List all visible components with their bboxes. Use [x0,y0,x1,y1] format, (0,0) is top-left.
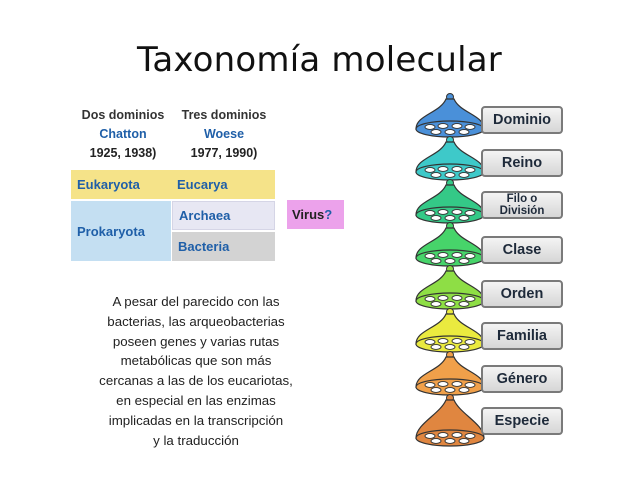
bell-clase [415,222,485,267]
cell-eucarya: Eucarya [171,170,275,199]
cell-bacteria: Bacteria [172,232,275,261]
paragraph-line: A pesar del parecido con las [112,294,280,309]
paragraph-line: metabólicas que son más [120,353,272,369]
bell-especie [415,394,485,447]
cell-eukaryota: Eukaryota [71,170,171,199]
explanation-paragraph: A pesar del parecido con las bacterias, … [80,292,312,450]
header-two-domains: Dos dominios Chatton 1925, 1938) [71,106,175,163]
bell-filo-o [415,179,485,224]
header-two-domains-label: Dos dominios [81,108,165,122]
paragraph-line: implicadas en la transcripción [108,412,284,428]
paragraph-line: poseen genes y varias rutas [112,333,280,349]
bell-género [415,351,485,396]
bell-orden [415,265,485,310]
bell-dominio [415,93,485,138]
header-three-domains-label: Tres dominios [181,108,267,122]
paragraph-line: y la traducción [153,432,239,448]
rank-reino: Reino [481,149,563,177]
header-three-domains-years: 1977, 1990) [190,146,258,160]
header-three-domains-author: Woese [203,127,245,141]
virus-question-mark: ? [324,207,333,222]
virus-label: Virus [292,207,325,222]
paragraph-line: bacterias, las arqueobacterias [107,313,285,329]
paragraph-line: en especial en las enzimas [116,392,276,408]
paragraph-line: cercanas a las de los eucariotas, [99,373,293,389]
rank-especie: Especie [481,407,563,435]
bell-reino [415,136,485,181]
cell-prokaryota: Prokaryota [71,201,171,261]
rank-dominio: Dominio [481,106,563,134]
header-two-domains-years: 1925, 1938) [89,146,157,160]
cell-virus: Virus? [287,200,344,229]
header-two-domains-author: Chatton [99,127,147,141]
rank-clase: Clase [481,236,563,264]
slide-title: Taxonomía molecular [136,40,502,80]
rank-familia: Familia [481,322,563,350]
rank-orden: Orden [481,280,563,308]
rank-genero: Género [481,365,563,393]
bell-familia [415,308,485,353]
header-three-domains: Tres dominios Woese 1977, 1990) [172,106,276,163]
cell-archaea: Archaea [172,201,275,230]
